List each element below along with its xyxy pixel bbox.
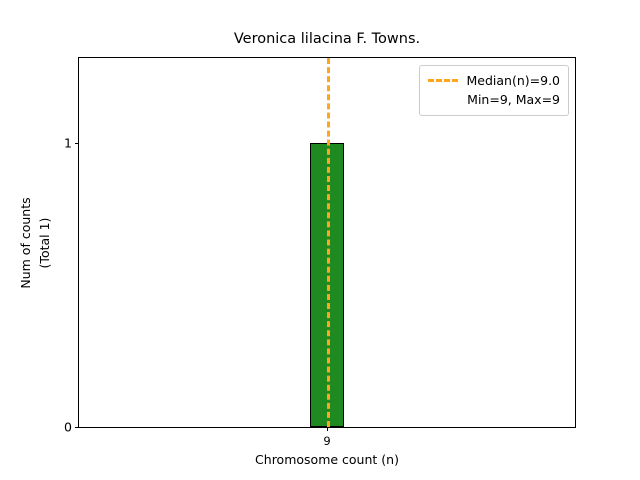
plot-area: 0 1 9 Median(n)=9.0 Min=9, Max=9 [64, 57, 576, 448]
xtick-mark-9 [327, 427, 328, 431]
ytick-label-1: 1 [64, 135, 72, 150]
y-axis-label-line1: Num of counts [18, 196, 33, 289]
y-axis-label-wrap: Num of counts (Total 1) [18, 57, 52, 428]
ytick-label-0: 0 [64, 419, 72, 435]
bars-layer [79, 58, 575, 427]
dashed-line-icon [427, 79, 458, 82]
bar-category-9 [310, 142, 344, 427]
chart-legend: Median(n)=9.0 Min=9, Max=9 [418, 65, 569, 116]
y-axis-label-line2: (Total 1) [37, 217, 52, 268]
xtick-label-9: 9 [323, 434, 331, 448]
median-line [327, 58, 330, 427]
legend-label-minmax: Min=9, Max=9 [467, 92, 560, 107]
legend-entry-median: Median(n)=9.0 [427, 71, 561, 90]
ytick-mark-1 [75, 142, 79, 144]
legend-entry-minmax: Min=9, Max=9 [428, 90, 560, 109]
chart-title: Veronica lilacina F. Towns. [233, 31, 421, 47]
legend-label-median: Median(n)=9.0 [466, 73, 561, 88]
y-axis-label: Num of counts (Total 1) [16, 197, 54, 288]
ytick-mark-0 [75, 427, 79, 428]
x-axis-label: Chromosome count (n) [255, 452, 399, 467]
